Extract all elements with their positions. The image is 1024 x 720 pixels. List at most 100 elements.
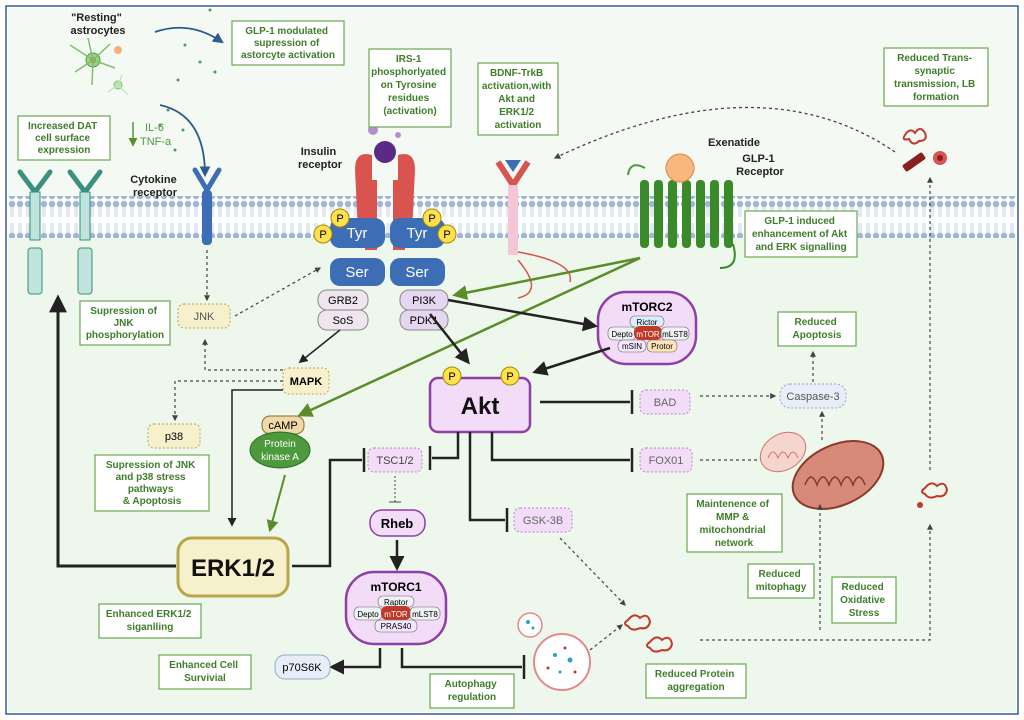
mtorc1-autophagy-line — [400, 648, 522, 669]
cytokine-dots — [158, 8, 217, 152]
svg-text:P: P — [443, 229, 450, 241]
glp1-receptor-icon — [627, 164, 736, 269]
svg-text:GSK-3B: GSK-3B — [523, 515, 563, 527]
svg-text:Reduced Oxidative: Reduced Oxidative Stress — [840, 582, 888, 619]
glp1-to-camp-arrow — [297, 256, 641, 417]
svg-text:Supression of JNK and p3: Supression of JNK and p38 stress pathway… — [106, 460, 198, 507]
p70s6k-node: p70S6K — [274, 654, 331, 680]
insulin-receptor-label: Insulin receptor — [298, 146, 343, 171]
svg-text:Akt: Akt — [461, 393, 500, 420]
note-erk-enhanced: Enhanced ERK1/2 siganlling — [98, 603, 202, 639]
glp1-receptor-label: GLP-1 Receptor — [736, 153, 784, 178]
svg-text:Protein: Protein — [264, 439, 296, 450]
svg-text:Maintenence of MMP &: Maintenence of MMP & mitochondrial netwo… — [696, 499, 772, 549]
pi3k-to-mtorc2-arrow — [447, 298, 598, 332]
cytokine-receptor-icon — [192, 167, 222, 245]
cytokine-arrow — [159, 104, 211, 178]
dat-transporter-right — [67, 169, 103, 295]
ser-left-node: Ser — [330, 258, 385, 286]
exenatide-label: Exenatide — [708, 137, 760, 149]
svg-text:SoS: SoS — [333, 315, 354, 327]
pdk1-to-akt-arrow — [429, 313, 470, 365]
jnk-node: JNK — [177, 303, 231, 329]
rheb-node: Rheb — [369, 509, 426, 537]
svg-text:Raptor: Raptor — [384, 598, 408, 607]
akt-node: Akt P P — [428, 366, 532, 434]
svg-text:Tyr: Tyr — [407, 225, 428, 242]
trkb-receptor-icon — [495, 160, 572, 299]
svg-text:mLST8: mLST8 — [662, 330, 688, 339]
foxo-node: FOX01 — [639, 447, 693, 473]
note-bdnf: BDNF-TrkB activation,with Akt and ERK1/2… — [477, 62, 559, 136]
svg-text:GRB2: GRB2 — [328, 295, 358, 307]
svg-text:Enhanced Cell Survivial: Enhanced Cell Survivial — [169, 660, 241, 684]
note-cell-survival: Enhanced Cell Survivial — [158, 654, 252, 690]
note-dat: Increased DAT cell surface expression — [17, 115, 111, 161]
note-reduced-apoptosis: Reduced Apoptosis — [777, 311, 857, 347]
svg-text:Reduced Protein aggregat: Reduced Protein aggregation — [655, 669, 737, 693]
svg-text:ERK1/2: ERK1/2 — [191, 555, 275, 582]
glp1-to-pi3k-arrow — [452, 256, 641, 301]
tnfa-label: TNF-a — [140, 136, 172, 148]
exenatide-icon — [665, 153, 695, 183]
note-glp1-suppression: GLP-1 modulated supression of astorcyte … — [231, 20, 345, 66]
mitochondria-icon — [759, 431, 885, 510]
svg-text:Rheb: Rheb — [381, 516, 414, 531]
note-mmp: Maintenence of MMP & mitochondrial netwo… — [686, 493, 783, 553]
mapk-node: MAPK — [282, 367, 330, 395]
svg-text:BDNF-TrkB activation,wit: BDNF-TrkB activation,with Akt and ERK1/2… — [482, 68, 554, 131]
svg-text:MAPK: MAPK — [290, 376, 322, 388]
svg-text:Supression of JNK: Supression of JNK phosphorylation — [86, 306, 164, 341]
note-irs1: IRS-1 phosphorlyated on Tyrosine residue… — [368, 48, 452, 128]
svg-text:P: P — [336, 213, 343, 225]
svg-text:P: P — [448, 371, 455, 383]
note-jnk-p38-suppression: Supression of JNK and p38 stress pathway… — [94, 454, 210, 512]
grb2-node: GRB2 — [317, 289, 369, 311]
sos-to-mapk-arrow — [298, 329, 341, 364]
svg-text:p38: p38 — [165, 431, 183, 443]
dat-transporter-left — [17, 169, 53, 295]
sos-node: SoS — [317, 309, 369, 331]
svg-text:Protor: Protor — [651, 342, 673, 351]
pka-node: Protein kinase A — [249, 431, 311, 469]
svg-text:TSC1/2: TSC1/2 — [376, 455, 413, 467]
svg-text:P: P — [428, 213, 435, 225]
caspase3-node: Caspase-3 — [779, 383, 847, 409]
svg-text:Ser: Ser — [405, 264, 428, 281]
p38-node: p38 — [147, 423, 201, 449]
lb-to-bdnf-arrow — [553, 106, 896, 159]
svg-text:mTOR: mTOR — [636, 330, 660, 339]
mtorc2-complex: mTORC2 Rictor Depto mTOR mLST8 mSIN Prot… — [596, 290, 698, 366]
svg-text:Reduced mitophagy: Reduced mitophagy — [756, 569, 807, 593]
svg-text:FOX01: FOX01 — [649, 455, 684, 467]
note-mitophagy: Reduced mitophagy — [747, 563, 815, 599]
protein-aggregate-icon — [624, 614, 674, 653]
tsc-node: TSC1/2 — [367, 447, 423, 473]
autophagosome-icon — [517, 612, 591, 691]
svg-text:Caspase-3: Caspase-3 — [786, 391, 839, 403]
note-autophagy: Autophagy regulation — [429, 673, 515, 709]
oxidative-arrow — [700, 523, 933, 641]
svg-text:Enhanced ERK1/2 siganlli: Enhanced ERK1/2 siganlling — [106, 609, 194, 633]
mtorc2-to-akt-arrow — [532, 346, 611, 376]
note-reduced-trans: Reduced Trans- synaptic transmission, LB… — [883, 47, 989, 107]
svg-text:PI3K: PI3K — [412, 295, 437, 307]
astrocyte-icon — [69, 37, 129, 96]
ser-right-node: Ser — [390, 258, 445, 286]
svg-text:Rictor: Rictor — [637, 318, 658, 327]
mtorc1-complex: mTORC1 Raptor Depto mTOR mLST8 PRAS40 — [344, 570, 448, 646]
jnk-to-ser-arrow — [234, 267, 322, 317]
svg-text:Reduced Trans- synaptic: Reduced Trans- synaptic transmission, LB… — [894, 53, 978, 103]
il6-label: IL-6 — [145, 122, 164, 134]
autophagy-to-aggregate-arrow — [589, 624, 623, 651]
note-protein-aggregation: Reduced Protein aggregation — [645, 663, 747, 699]
svg-text:P: P — [506, 371, 513, 383]
pdk1-node: PDK1 — [399, 309, 449, 331]
erk-node: ERK1/2 — [176, 536, 290, 598]
pka-to-erk-arrow — [266, 474, 286, 533]
svg-text:GLP-1 induced enhancemen: GLP-1 induced enhancement of Akt and ERK… — [752, 216, 850, 253]
svg-text:Depto: Depto — [611, 330, 633, 339]
protein-aggregate-icon-right — [917, 482, 949, 508]
erk-to-dat-arrow — [49, 294, 176, 568]
